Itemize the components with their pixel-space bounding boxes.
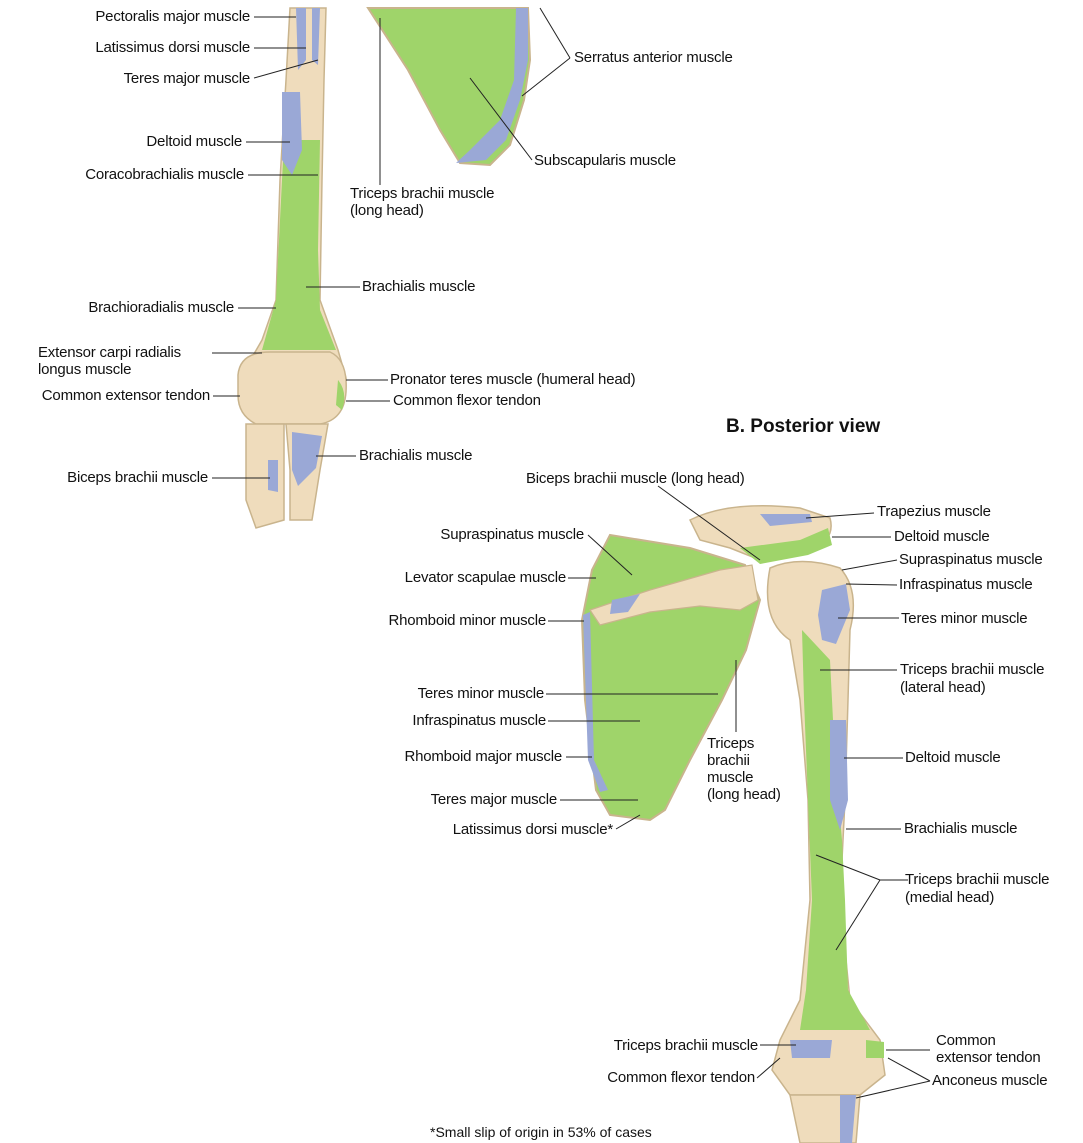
label-triceps-long-p4: (long head) [707, 786, 781, 803]
label-triceps-lateral-line1: Triceps brachii muscle [900, 661, 1044, 678]
label-triceps-lateral-line2: (lateral head) [900, 679, 986, 696]
label-latissimus-posterior: Latissimus dorsi muscle* [300, 821, 613, 838]
label-teres-major-posterior: Teres major muscle [300, 791, 557, 808]
label-common-extensor-p2: extensor tendon [936, 1049, 1041, 1066]
label-brachialis-anterior: Brachialis muscle [362, 278, 475, 295]
label-ecrl-line2: longus muscle [38, 361, 131, 378]
label-teres-major: Teres major muscle [20, 70, 250, 87]
label-triceps-long-p1: Triceps [707, 735, 754, 752]
label-biceps-long-head: Biceps brachii muscle (long head) [526, 470, 745, 487]
anterior-radius [246, 424, 284, 528]
footnote: *Small slip of origin in 53% of cases [430, 1124, 652, 1140]
posterior-elbow-origin [866, 1040, 884, 1058]
label-infraspinatus-left: Infraspinatus muscle [300, 712, 546, 729]
label-brachialis-ulna: Brachialis muscle [359, 447, 472, 464]
label-supraspinatus-left: Supraspinatus muscle [340, 526, 584, 543]
label-common-flexor-anterior: Common flexor tendon [393, 392, 541, 409]
label-triceps-long-p3: muscle [707, 769, 753, 786]
label-anconeus: Anconeus muscle [932, 1072, 1047, 1089]
anterior-elbow [238, 352, 346, 424]
anterior-scapula [368, 8, 530, 165]
label-pectoralis-major: Pectoralis major muscle [20, 8, 250, 25]
label-pronator-teres: Pronator teres muscle (humeral head) [390, 371, 635, 388]
label-common-extensor-anterior: Common extensor tendon [0, 387, 210, 404]
label-common-extensor-p1: Common [936, 1032, 996, 1049]
anterior-biceps-insertion [268, 460, 278, 492]
label-deltoid-right: Deltoid muscle [905, 749, 1001, 766]
label-deltoid: Deltoid muscle [20, 133, 242, 150]
label-teres-minor-right: Teres minor muscle [901, 610, 1027, 627]
label-rhomboid-major: Rhomboid major muscle [300, 748, 562, 765]
label-triceps-medial-line2: (medial head) [905, 889, 994, 906]
label-triceps-long-p2: brachii [707, 752, 750, 769]
label-teres-minor-left: Teres minor muscle [300, 685, 544, 702]
label-serratus-anterior: Serratus anterior muscle [574, 49, 733, 66]
label-biceps-anterior: Biceps brachii muscle [0, 469, 208, 486]
label-latissimus-dorsi: Latissimus dorsi muscle [20, 39, 250, 56]
label-brachioradialis: Brachioradialis muscle [20, 299, 234, 316]
label-triceps-long-line1: Triceps brachii muscle [350, 185, 494, 202]
label-infraspinatus-right: Infraspinatus muscle [899, 576, 1033, 593]
label-brachialis-posterior: Brachialis muscle [904, 820, 1017, 837]
label-triceps-long-line2: (long head) [350, 202, 424, 219]
posterior-view-title: B. Posterior view [726, 416, 880, 438]
label-supraspinatus-right: Supraspinatus muscle [899, 551, 1043, 568]
label-rhomboid-minor: Rhomboid minor muscle [300, 612, 546, 629]
label-subscapularis: Subscapularis muscle [534, 152, 676, 169]
label-coracobrachialis: Coracobrachialis muscle [20, 166, 244, 183]
label-triceps-elbow: Triceps brachii muscle [500, 1037, 758, 1054]
label-triceps-medial-line1: Triceps brachii muscle [905, 871, 1049, 888]
label-trapezius: Trapezius muscle [877, 503, 991, 520]
posterior-elbow-insertion [790, 1040, 832, 1058]
label-common-flexor-posterior: Common flexor tendon [500, 1069, 755, 1086]
label-ecrl-line1: Extensor carpi radialis [38, 344, 181, 361]
label-deltoid-top: Deltoid muscle [894, 528, 990, 545]
label-levator-scapulae: Levator scapulae muscle [330, 569, 566, 586]
